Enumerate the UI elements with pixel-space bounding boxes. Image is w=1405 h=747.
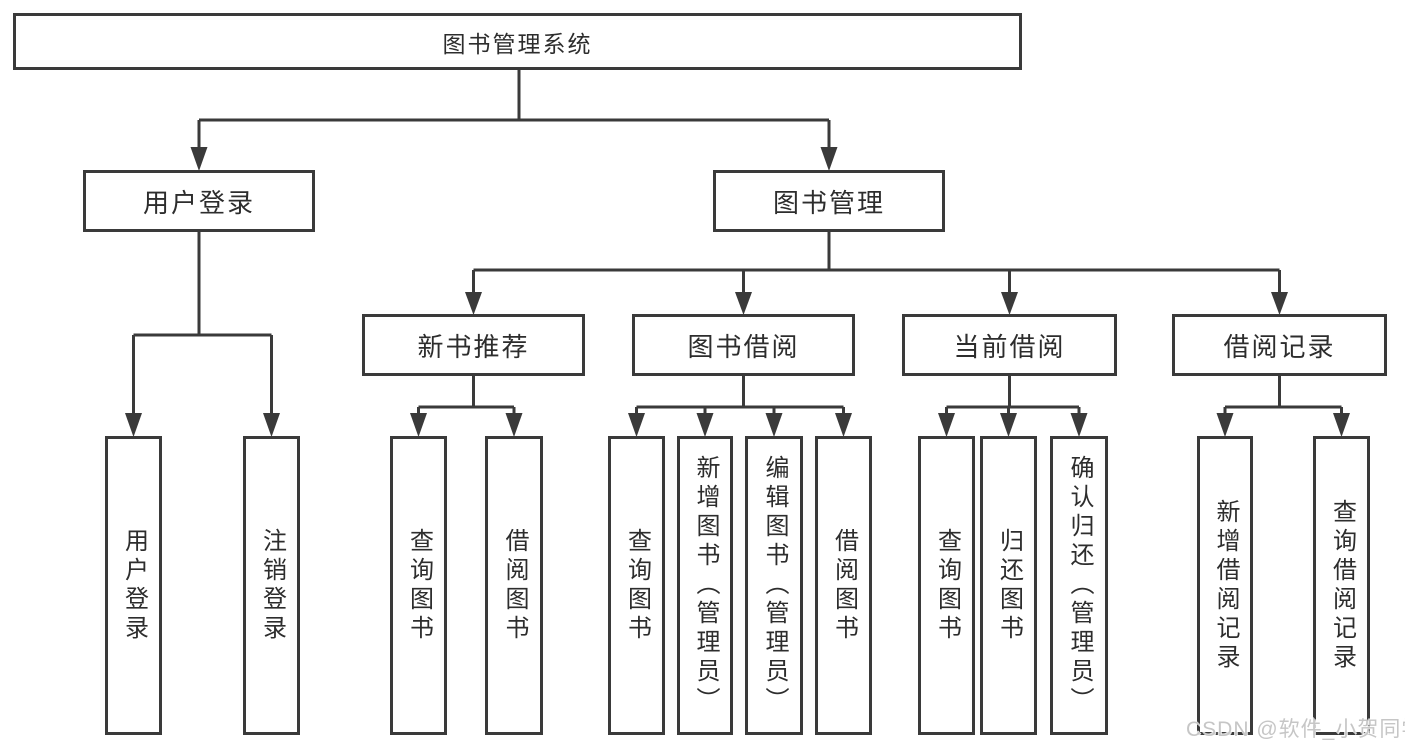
node-borrow-records: 借阅记录 <box>1172 314 1387 376</box>
arrowhead-icon <box>1216 413 1234 437</box>
node-borrow-books: 借阅图书 <box>815 436 872 735</box>
edge-book-management-to-level3 <box>472 232 1281 293</box>
node-logout-action: 注销登录 <box>243 436 300 735</box>
edge-root-to-level2 <box>197 68 831 148</box>
arrowhead-icon <box>1070 413 1088 437</box>
csdn-watermark: CSDN @软件_小贺同学 <box>1186 718 1405 741</box>
arrowhead-icon <box>628 413 645 437</box>
edge-book-borrow-to-leaves <box>635 374 845 414</box>
node-root-library-system: 图书管理系统 <box>13 13 1022 70</box>
node-query-books-borrow: 查询图书 <box>608 436 665 735</box>
node-user-login: 用户登录 <box>83 170 315 232</box>
node-add-books-admin: 新增图书（管理员） <box>677 436 733 735</box>
arrowhead-icon <box>938 413 955 437</box>
arrowhead-icon <box>765 413 783 437</box>
edge-borrow-records-to-leaves <box>1223 374 1343 414</box>
arrowhead-icon <box>835 413 852 437</box>
node-new-book-recommend: 新书推荐 <box>362 314 585 376</box>
node-book-management: 图书管理 <box>713 170 945 232</box>
arrowhead-icon <box>1001 292 1018 315</box>
arrowhead-icon <box>820 147 838 171</box>
arrowhead-icon <box>465 292 482 315</box>
node-query-borrow-record: 查询借阅记录 <box>1313 436 1370 735</box>
node-user-login-action: 用户登录 <box>105 436 162 735</box>
arrowheads <box>125 147 1350 437</box>
edge-new-book-recommend-to-leaves <box>417 374 516 414</box>
arrowhead-icon <box>1333 413 1350 437</box>
arrowhead-icon <box>125 413 142 437</box>
node-edit-books-admin: 编辑图书（管理员） <box>745 436 803 735</box>
node-confirm-return-admin: 确认归还（管理员） <box>1050 436 1108 735</box>
arrowhead-icon <box>190 147 208 171</box>
edge-lines <box>132 68 1343 414</box>
node-current-borrow: 当前借阅 <box>902 314 1117 376</box>
node-return-books: 归还图书 <box>980 436 1037 735</box>
edge-current-borrow-to-leaves <box>945 374 1081 414</box>
node-query-books-recommend: 查询图书 <box>390 436 447 735</box>
edge-user-login-to-leaves <box>132 232 273 414</box>
node-borrow-books-recommend: 借阅图书 <box>485 436 543 735</box>
node-book-borrow: 图书借阅 <box>632 314 855 376</box>
arrowhead-icon <box>505 413 523 437</box>
arrowhead-icon <box>735 292 752 315</box>
node-add-borrow-record: 新增借阅记录 <box>1197 436 1253 735</box>
node-query-books-current: 查询图书 <box>918 436 975 735</box>
arrowhead-icon <box>263 413 280 437</box>
arrowhead-icon <box>410 413 427 437</box>
arrowhead-icon <box>1000 413 1017 437</box>
arrowhead-icon <box>696 413 714 437</box>
arrowhead-icon <box>1271 292 1288 315</box>
